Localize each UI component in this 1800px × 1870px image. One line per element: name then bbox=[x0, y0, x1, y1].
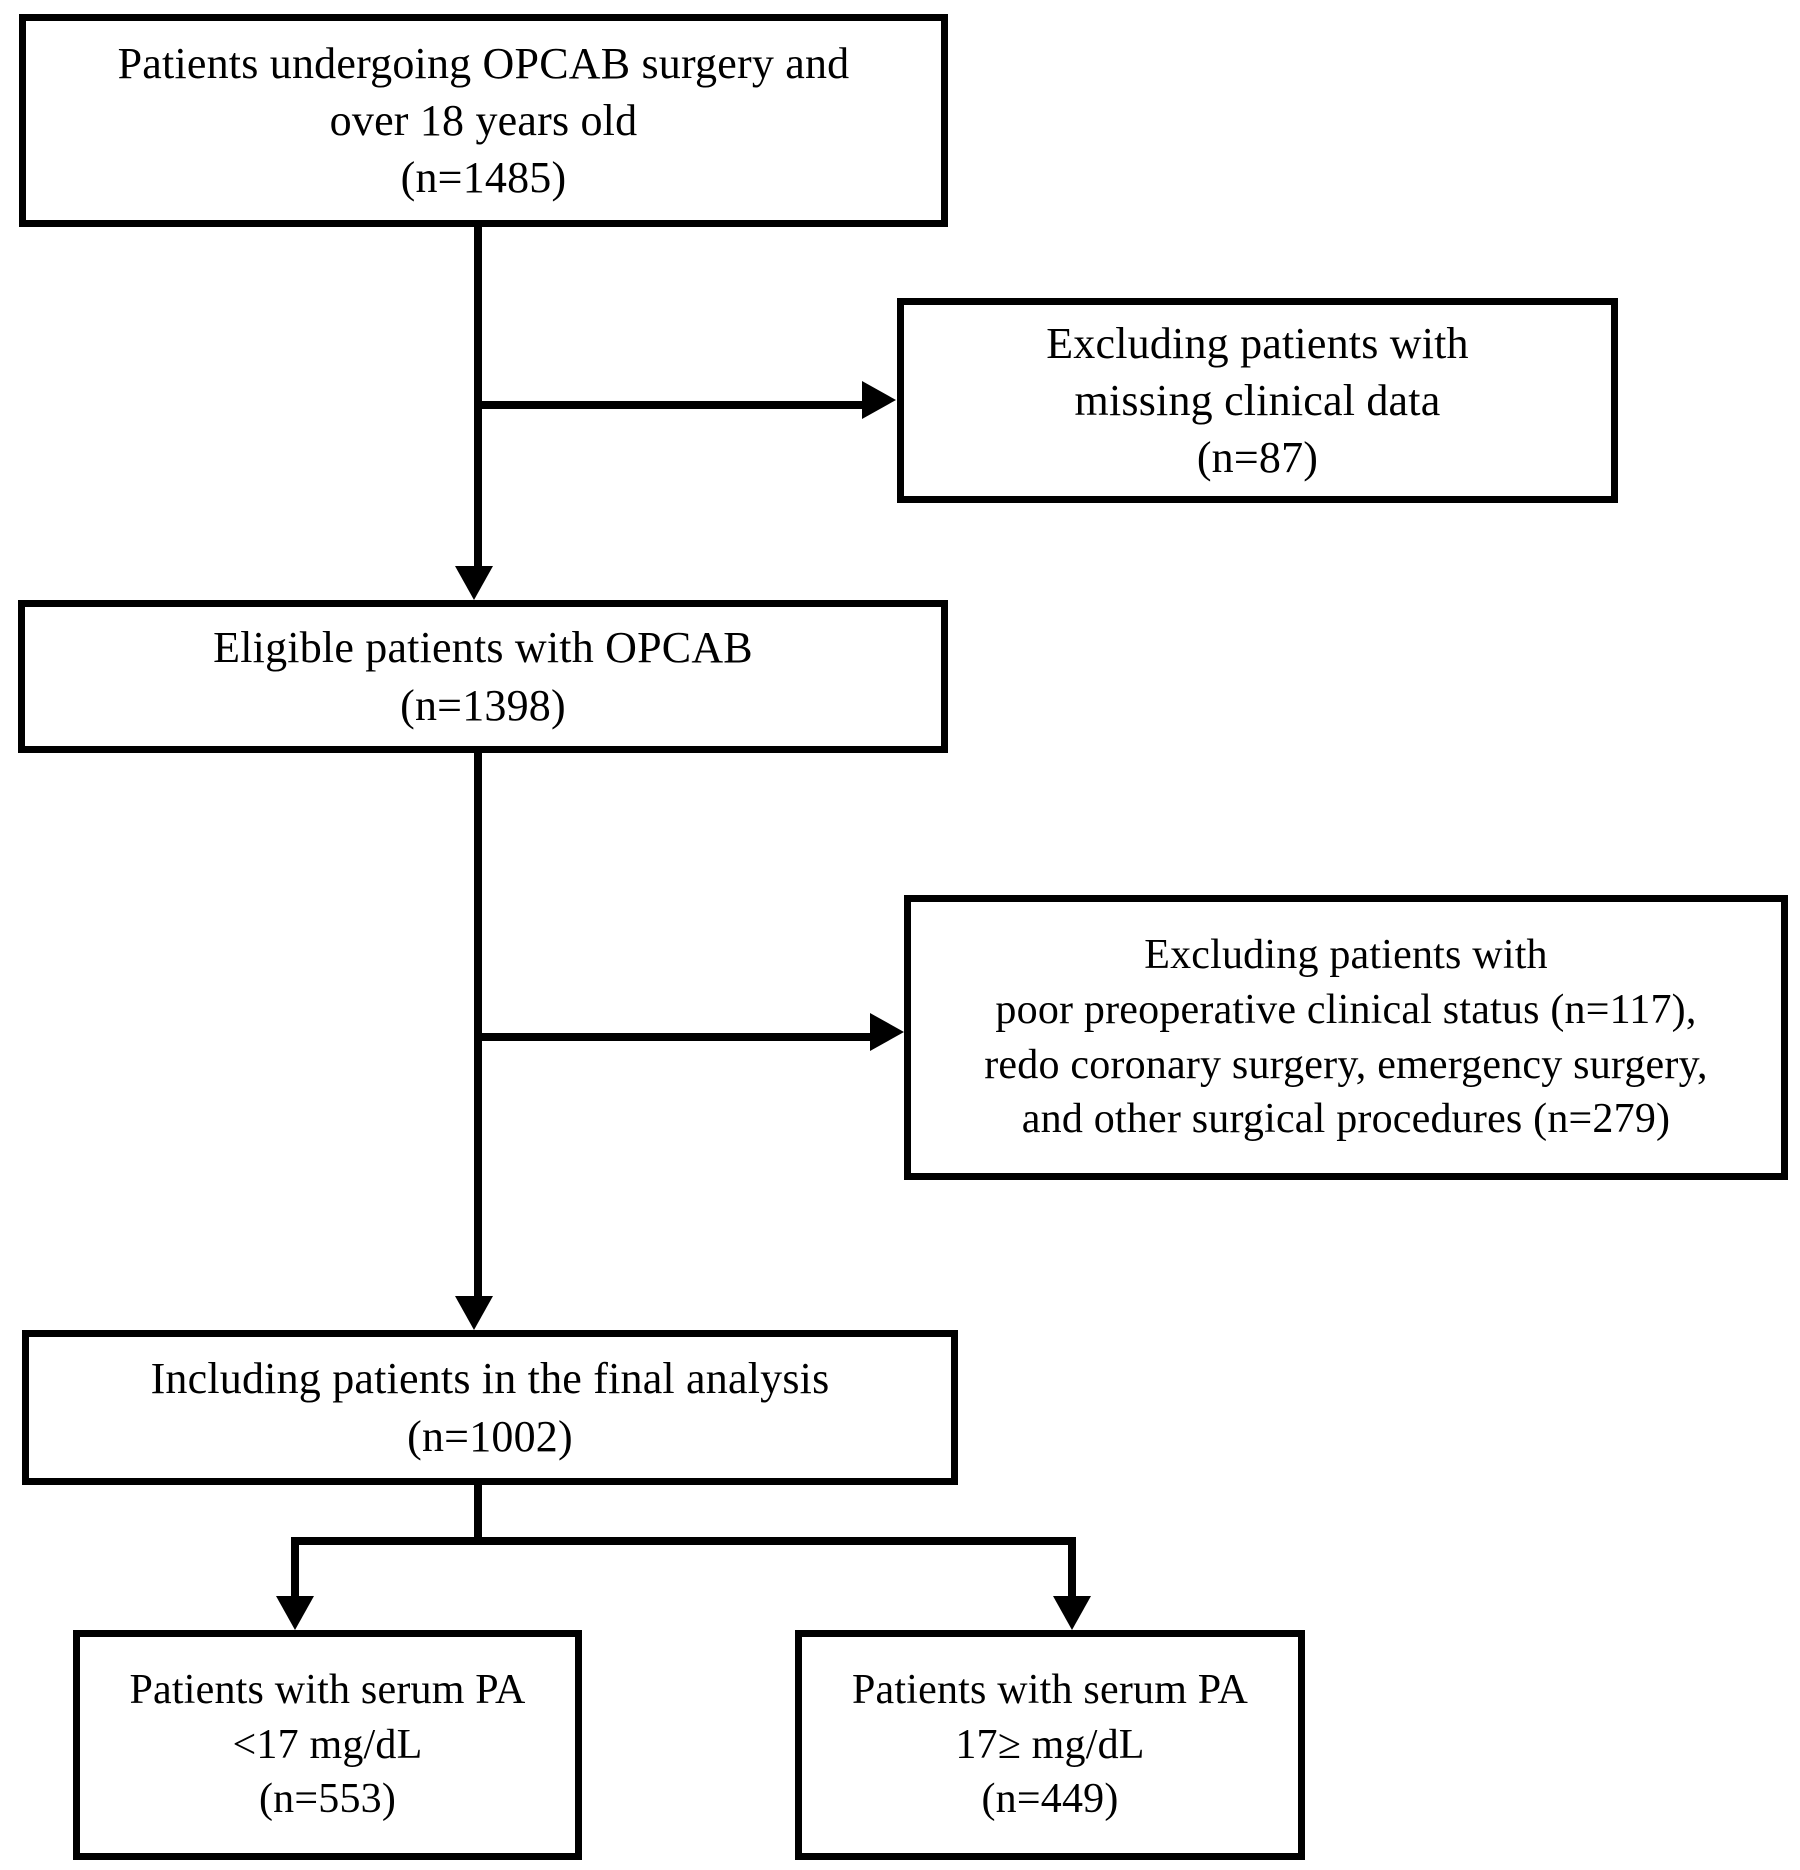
flow-node-excluded-2-line-1: Excluding patients with bbox=[1144, 932, 1548, 979]
flow-node-group-low-pa: Patients with serum PA <17 mg/dL (n=553) bbox=[73, 1630, 582, 1860]
connector-included-stem bbox=[474, 1485, 482, 1545]
flow-node-excluded-1-line-3: (n=87) bbox=[1196, 433, 1319, 483]
flow-node-excluded-2-line-3: redo coronary surgery, emergency surgery… bbox=[984, 1041, 1708, 1088]
flow-node-excluded-2-line-4: and other surgical procedures (n=279) bbox=[1021, 1096, 1671, 1143]
flow-node-group-low-line-2: <17 mg/dL bbox=[232, 1721, 423, 1768]
flow-node-group-high-line-2: 17≥ mg/dL bbox=[955, 1721, 1145, 1768]
flow-node-excluded-2-line-2: poor preoperative clinical status (n=117… bbox=[995, 986, 1697, 1033]
flow-node-excluded-1-line-2: missing clinical data bbox=[1074, 375, 1441, 425]
arrow-down-icon bbox=[1053, 1596, 1091, 1630]
arrow-down-icon bbox=[276, 1596, 314, 1630]
flow-node-included-final-analysis: Including patients in the final analysis… bbox=[22, 1330, 958, 1485]
flow-node-screened-line-2: over 18 years old bbox=[329, 95, 638, 145]
connector-eligible-to-excluded-2 bbox=[474, 1033, 872, 1041]
flow-node-screened: Patients undergoing OPCAB surgery and ov… bbox=[19, 14, 948, 227]
flow-node-screened-line-3: (n=1485) bbox=[400, 153, 567, 203]
arrow-right-icon bbox=[862, 381, 896, 419]
connector-included-to-group-low bbox=[291, 1537, 299, 1597]
flow-node-screened-line-1: Patients undergoing OPCAB surgery and bbox=[117, 38, 850, 88]
flow-node-included-line-2: (n=1002) bbox=[407, 1411, 573, 1461]
flow-node-eligible: Eligible patients with OPCAB (n=1398) bbox=[18, 600, 948, 753]
connector-screened-to-excluded-1 bbox=[474, 401, 864, 409]
flow-node-group-high-line-1: Patients with serum PA bbox=[851, 1667, 1249, 1714]
connector-included-to-group-high bbox=[1068, 1537, 1076, 1597]
flow-node-eligible-line-1: Eligible patients with OPCAB bbox=[213, 623, 753, 673]
flow-node-excluded-1-line-1: Excluding patients with bbox=[1046, 318, 1469, 368]
connector-included-split-bar bbox=[291, 1537, 1076, 1545]
arrow-down-icon bbox=[455, 1296, 493, 1330]
connector-screened-to-eligible bbox=[474, 227, 482, 567]
arrow-down-icon bbox=[455, 566, 493, 600]
flow-node-group-high-pa: Patients with serum PA 17≥ mg/dL (n=449) bbox=[795, 1630, 1305, 1860]
connector-eligible-to-included bbox=[474, 753, 482, 1297]
flow-node-group-high-line-3: (n=449) bbox=[981, 1776, 1119, 1823]
flow-node-excluded-missing-data: Excluding patients with missing clinical… bbox=[897, 298, 1618, 503]
arrow-right-icon bbox=[870, 1013, 904, 1051]
flow-node-excluded-criteria: Excluding patients with poor preoperativ… bbox=[904, 895, 1788, 1180]
flow-node-group-low-line-1: Patients with serum PA bbox=[129, 1667, 526, 1714]
flow-node-eligible-line-2: (n=1398) bbox=[400, 680, 566, 730]
flow-node-group-low-line-3: (n=553) bbox=[258, 1776, 397, 1823]
flow-node-included-line-1: Including patients in the final analysis bbox=[150, 1354, 830, 1404]
